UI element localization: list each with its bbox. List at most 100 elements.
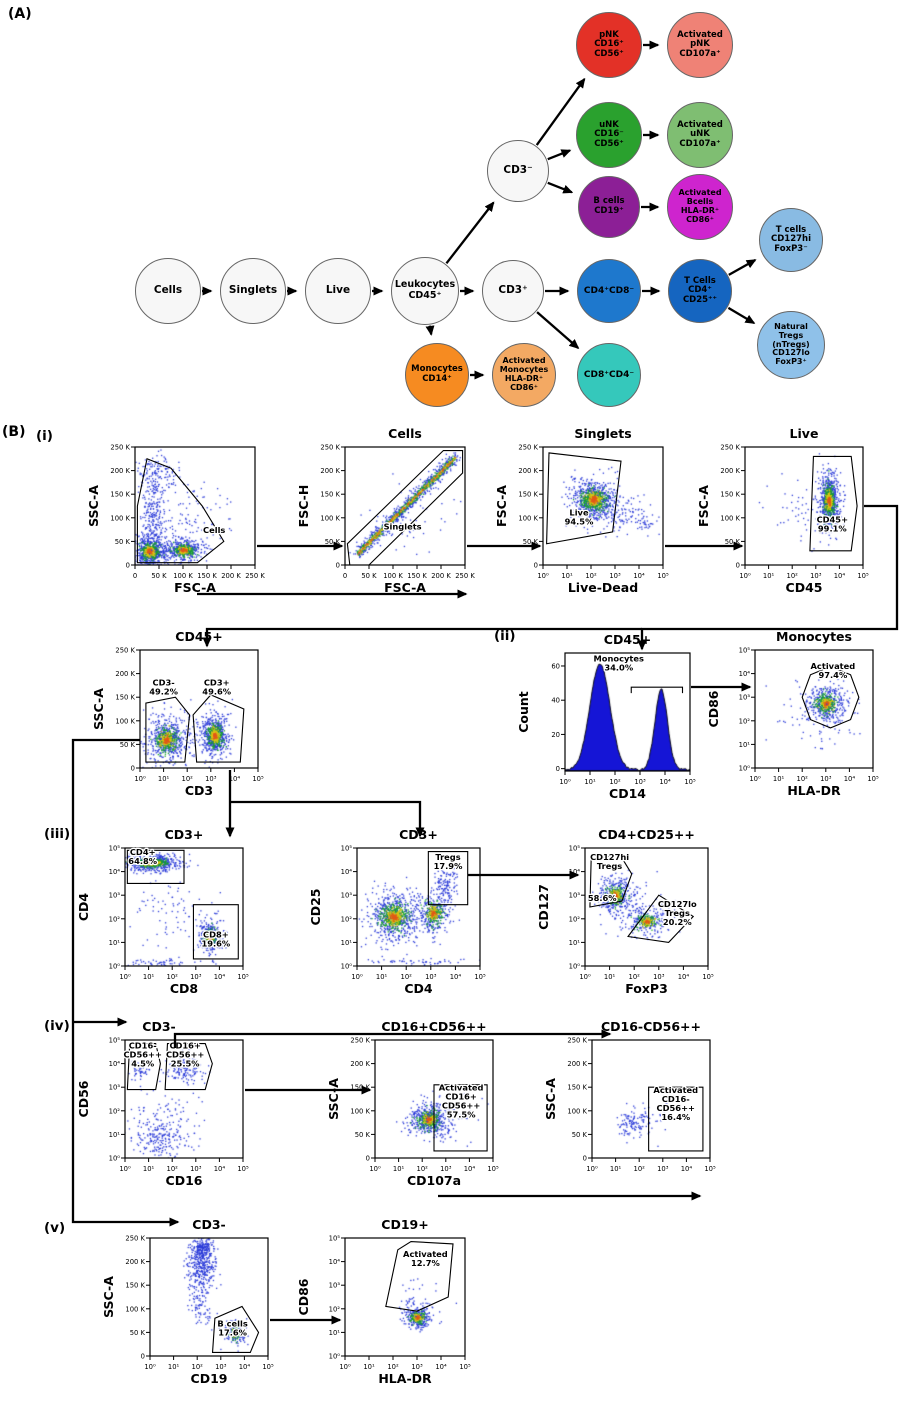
tree-node-unk: uNK CD16⁻ CD56⁺ [576,102,642,168]
svg-text:10⁵: 10⁵ [109,845,121,853]
gate-label-b9-0: 17.9% [434,861,463,871]
svg-text:100 K: 100 K [320,514,340,522]
svg-text:10⁰: 10⁰ [341,963,353,971]
x-axis-label-b8: CD8 [169,981,199,996]
svg-text:250 K: 250 K [115,647,135,655]
svg-text:10²: 10² [192,1363,204,1371]
svg-text:10³: 10³ [440,1165,452,1173]
svg-text:200 K: 200 K [110,467,130,475]
svg-text:0: 0 [126,562,130,570]
svg-text:10⁴: 10⁴ [678,973,690,981]
sub-label-iii: (iii) [44,826,71,842]
gate-label-b13-0: CD16- [662,1094,690,1104]
svg-text:100 K: 100 K [518,514,538,522]
tree-arrow-tcells-t127hi [728,259,757,276]
gate-b12-0 [433,1084,488,1152]
y-axis-label-b4: FSC-A [696,485,711,527]
svg-text:10³: 10³ [425,973,437,981]
svg-text:200 K: 200 K [125,1258,145,1266]
svg-text:150 K: 150 K [518,491,538,499]
svg-text:10⁴: 10⁴ [464,1165,476,1173]
gate-label-b15-0: Activated [403,1249,448,1259]
svg-text:50 K: 50 K [325,538,341,546]
gate-label-b11-1: 25.5% [171,1058,200,1068]
panel-a-label: (A) [8,6,32,22]
svg-text:50 K: 50 K [355,1131,371,1139]
svg-text:10⁵: 10⁵ [657,572,669,580]
svg-text:10³: 10³ [109,1084,121,1092]
svg-text:10⁰: 10⁰ [369,1165,381,1173]
svg-text:250 K: 250 K [350,1037,370,1045]
svg-text:10⁵: 10⁵ [487,1165,499,1173]
tree-node-bcells: B cells CD19⁺ [578,176,640,238]
svg-text:10⁰: 10⁰ [739,572,751,580]
svg-text:10²: 10² [797,775,809,783]
svg-text:200 K: 200 K [350,1060,370,1068]
svg-text:10⁵: 10⁵ [109,1037,121,1045]
svg-text:10⁰: 10⁰ [749,775,761,783]
tree-node-cd8cd4: CD8⁺CD4⁻ [577,343,641,407]
x-axis-label-b4: CD45 [785,580,823,595]
svg-text:10²: 10² [609,778,621,786]
svg-text:10⁰: 10⁰ [579,973,591,981]
gate-label-b14-0: 17.6% [218,1328,247,1338]
svg-text:200 K: 200 K [518,467,538,475]
gate-label-b10-0: 58.6% [588,893,617,903]
plot-title-b9: CD3+ [399,827,438,842]
svg-text:50 K: 50 K [120,741,136,749]
gate-b14-0 [211,1305,260,1354]
svg-text:10¹: 10¹ [739,741,751,749]
svg-text:10⁴: 10⁴ [633,572,645,580]
plot-title-b5: CD45+ [175,629,223,644]
svg-text:10³: 10³ [190,973,202,981]
svg-text:50 K: 50 K [151,572,167,580]
svg-text:150 K: 150 K [197,572,217,580]
svg-text:10³: 10³ [653,973,665,981]
gate-b4-0 [809,455,858,552]
svg-text:10⁴: 10⁴ [214,1165,226,1173]
svg-text:0: 0 [556,765,560,773]
svg-text:10⁴: 10⁴ [844,775,856,783]
tree-node-actbcells: Activated Bcells HLA-DR⁺ CD86⁺ [667,174,733,240]
svg-text:10¹: 10¹ [561,572,573,580]
svg-text:10⁰: 10⁰ [119,973,131,981]
y-axis-label-b3: FSC-A [494,485,509,527]
svg-text:10¹: 10¹ [763,572,775,580]
svg-text:10¹: 10¹ [773,775,785,783]
svg-text:0: 0 [736,562,740,570]
svg-text:10¹: 10¹ [341,939,353,947]
svg-text:50 K: 50 K [361,572,377,580]
tree-node-cd3neg: CD3⁻ [487,140,549,202]
svg-text:200 K: 200 K [720,467,740,475]
gate-label-b13-0: Activated [653,1085,698,1095]
gate-label-b8-1: 19.6% [201,939,230,949]
gate-b7-0 [801,665,860,729]
gate-label-b5-0: 49.2% [149,686,178,696]
svg-text:100 K: 100 K [115,717,135,725]
x-axis-label-b1: FSC-A [174,580,216,595]
svg-text:150 K: 150 K [115,694,135,702]
svg-text:10⁰: 10⁰ [339,1363,351,1371]
gate-label-b9-0: Tregs [435,852,460,862]
y-axis-label-b7: CD86 [706,690,721,728]
svg-text:150 K: 150 K [125,1282,145,1290]
svg-text:250 K: 250 K [125,1235,145,1243]
svg-text:10⁵: 10⁵ [474,973,486,981]
tree-node-singlets: Singlets [220,258,286,324]
gate-label-b3-0: 94.5% [565,516,594,526]
svg-text:10²: 10² [417,1165,429,1173]
svg-text:10³: 10³ [205,775,217,783]
svg-text:10⁴: 10⁴ [681,1165,693,1173]
svg-text:10³: 10³ [109,892,121,900]
plot-title-b6: CD45+ [603,632,652,647]
gate-label-b8-1: CD8+ [203,930,229,940]
svg-text:0: 0 [366,1155,370,1163]
tree-arrow-tcells-ntregs [727,306,756,325]
gate-label-b10-1: 20.2% [663,917,692,927]
